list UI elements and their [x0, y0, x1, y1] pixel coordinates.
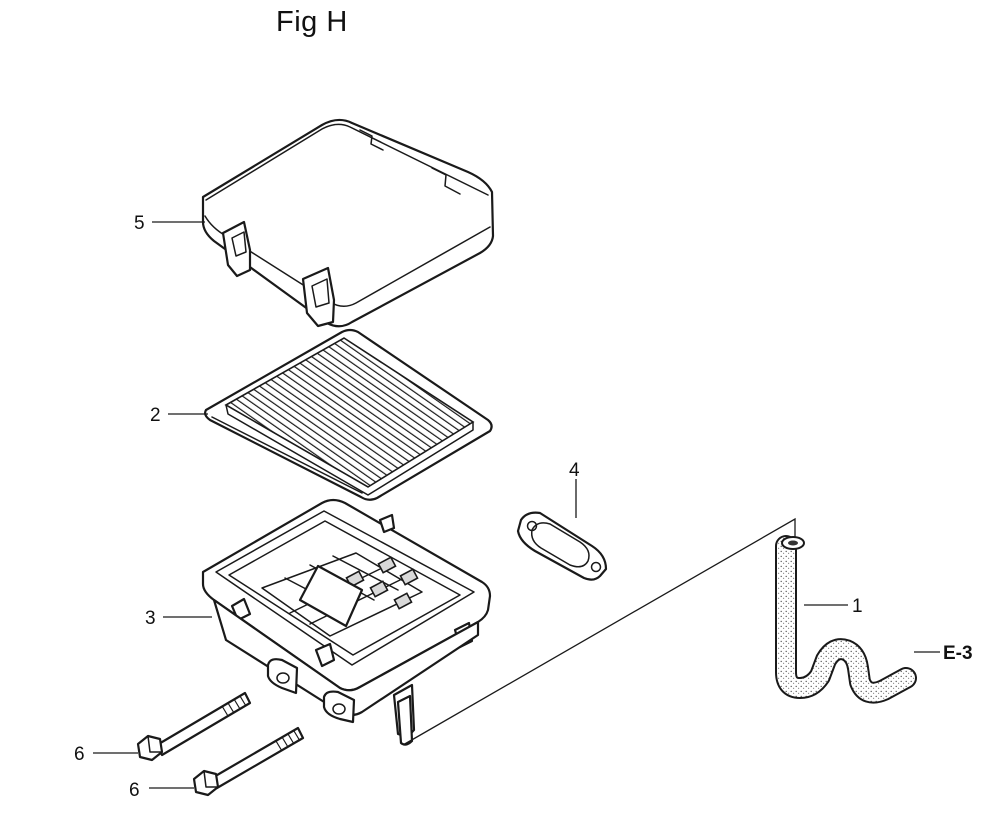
flange-bolt-lower — [192, 726, 305, 797]
flange-bolt-upper — [136, 691, 252, 762]
callout-part-4: 4 — [569, 460, 580, 481]
callout-part-3: 3 — [145, 608, 156, 629]
callout-part-1: 1 — [852, 596, 863, 617]
callout-part-2: 2 — [150, 405, 161, 426]
callout-part-5: 5 — [134, 213, 145, 234]
callout-ref-e3: E-3 — [943, 643, 973, 664]
air-cleaner-case — [201, 498, 492, 746]
callout-part-6-lower: 6 — [129, 780, 140, 801]
gasket — [516, 511, 608, 581]
breather-tube — [775, 535, 917, 704]
air-filter-element — [204, 328, 493, 501]
air-cleaner-cover — [201, 118, 495, 328]
figure-title: Fig H — [276, 6, 348, 38]
connection-line — [402, 517, 796, 746]
callout-part-6-upper: 6 — [74, 744, 85, 765]
